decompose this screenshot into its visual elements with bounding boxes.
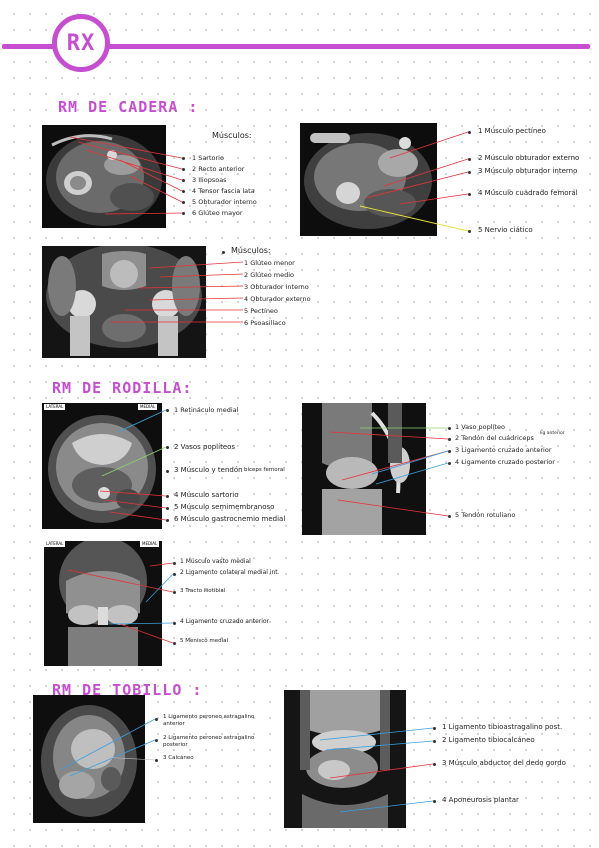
hip-coronal-label-3: 3 Obturador interno [244, 283, 309, 291]
bullet [433, 800, 436, 803]
mri-ankle-coronal [284, 690, 406, 828]
hip-axial-right-label-5: 5 Nervio ciático [478, 226, 533, 234]
ankle-coronal-label-2: 2 Ligamento tibiocalcáneo [442, 736, 535, 744]
hip-axial-left-label-3: 3 Iliopsoas [192, 176, 227, 184]
bullet [468, 193, 471, 196]
bullet [182, 168, 185, 171]
knee-axial-label-2: 2 Vasos poplíteos [174, 443, 236, 451]
knee-sagittal-side-note: lig anterior [540, 431, 565, 436]
hip-coronal-label-5: 5 Pectíneo [244, 307, 278, 315]
ankle-coronal-label-4: 4 Aponeurosis plantar [442, 796, 519, 804]
bullet [433, 740, 436, 743]
hip-axial-left-label-1: 1 Sartorio [192, 154, 224, 162]
mri-hip-axial-right [300, 123, 437, 236]
knee-coronal-label-2: 2 Ligamento colateral medial int. [180, 569, 280, 576]
bullet [468, 230, 471, 233]
bullet [448, 450, 451, 453]
mri-knee-axial: LATERAL MEDIAL [42, 403, 162, 529]
bullet [182, 179, 185, 182]
ankle-coronal-label-1: 1 Ligamento tibioastragalino post. [442, 723, 563, 731]
knee-sagittal-label-2: 2 Tendón del cuádriceps [455, 434, 534, 442]
bullet [173, 562, 176, 565]
bullet [468, 158, 471, 161]
bullet [166, 446, 169, 449]
ankle-axial-label-1: 1 Ligamento peroneo astragalino anterior [163, 714, 255, 727]
hip-axial-right-label-3: 3 Músculo obturador interno [478, 167, 578, 175]
section-title-tobillo: RM DE TOBILLO : [52, 681, 203, 699]
hip-coronal-label-2: 2 Glúteo medio [244, 271, 294, 279]
knee-coronal-label-1: 1 Músculo vasto medial [180, 558, 251, 565]
bullet [182, 201, 185, 204]
hip-axial-right-label-2: 2 Músculo obturador externo [478, 154, 580, 162]
ankle-coronal-label-3: 3 Músculo abductor del dedo gordo [442, 759, 566, 767]
hip-coronal-label-4: 4 Obturador externo [244, 295, 311, 303]
bullet [166, 470, 169, 473]
section-title-cadera: RM DE CADERA : [58, 98, 199, 116]
knee-axial-tag-lateral: LATERAL [44, 404, 66, 410]
bullet [468, 131, 471, 134]
knee-axial-label-6: 6 Músculo gastrocnemio medial [174, 515, 286, 523]
bullet [222, 251, 225, 254]
bullet [166, 507, 169, 510]
bullet [433, 763, 436, 766]
rx-badge-text: RX [66, 30, 96, 56]
hip-coronal-heading: Músculos: [231, 246, 271, 255]
bullet [448, 438, 451, 441]
mri-knee-coronal: LATERAL MEDIAL [44, 541, 162, 666]
bullet [448, 515, 451, 518]
knee-coronal-label-5: 5 Menisco medial [180, 638, 229, 644]
hip-axial-right-label-4: 4 Músculo cuadrado femoral [478, 189, 578, 197]
section-title-rodilla: RM DE RODILLA: [52, 379, 193, 397]
rx-badge: RX [52, 14, 110, 72]
hip-coronal-label-1: 1 Glúteo menor [244, 259, 295, 267]
bullet [182, 212, 185, 215]
bullet [155, 759, 158, 762]
header-line-left [2, 44, 54, 49]
hip-axial-right-label-1: 1 Músculo pectíneo [478, 127, 546, 135]
hip-coronal-label-6: 6 Psoasilíaco [244, 319, 286, 327]
knee-coronal-label-4: 4 Ligamento cruzado anterior [180, 618, 270, 625]
hip-axial-left-label-4: 4 Tensor fascia lata [192, 187, 255, 195]
knee-axial-label-3: 3 Músculo y tendón [174, 466, 243, 474]
bullet [468, 171, 471, 174]
knee-sagittal-label-1: 1 Vaso poplíteo [455, 423, 505, 431]
bullet [166, 409, 169, 412]
ankle-axial-label-3: 3 Calcáneo [163, 755, 194, 761]
header-line-right [108, 44, 590, 49]
knee-axial-label-3-extra: bíceps femoral [244, 467, 285, 473]
mri-hip-axial-left [42, 125, 166, 228]
knee-axial-label-5: 5 Músculo semimembranoso [174, 503, 275, 511]
bullet [173, 622, 176, 625]
bullet [433, 727, 436, 730]
knee-coronal-tag-lateral: LATERAL [44, 541, 66, 547]
knee-sagittal-label-3: 3 Ligamento cruzado anterior [455, 446, 552, 454]
bullet [166, 519, 169, 522]
bullet [182, 190, 185, 193]
bullet [155, 739, 158, 742]
knee-coronal-label-3: 3 Tracto iliotibial [180, 588, 226, 594]
mri-knee-sagittal [302, 403, 426, 535]
knee-axial-label-1: 1 Retináculo medial [174, 406, 239, 414]
knee-axial-label-4: 4 Músculo sartorio [174, 491, 239, 499]
knee-sagittal-label-4: 4 Ligamento cruzado posterior [455, 458, 555, 466]
hip-axial-left-label-5: 5 Obturador interno [192, 198, 257, 206]
bullet [173, 573, 176, 576]
hip-axial-left-label-2: 2 Recto anterior [192, 165, 245, 173]
mri-ankle-axial [33, 695, 145, 823]
knee-coronal-tag-medial: MEDIAL [140, 541, 160, 547]
bullet [182, 157, 185, 160]
bullet [173, 642, 176, 645]
knee-axial-tag-medial: MEDIAL [138, 404, 158, 410]
hip-axial-left-label-6: 6 Glúteo mayor [192, 209, 243, 217]
knee-sagittal-label-5: 5 Tendón rotuliano [455, 511, 516, 519]
mri-hip-coronal [42, 246, 206, 358]
bullet [448, 462, 451, 465]
bullet [448, 427, 451, 430]
hip-axial-left-heading: Músculos: [212, 131, 252, 140]
bullet [173, 591, 176, 594]
bullet [155, 718, 158, 721]
bullet [166, 495, 169, 498]
ankle-axial-label-2: 2 Ligamento peroneo astragalino posterio… [163, 735, 255, 748]
